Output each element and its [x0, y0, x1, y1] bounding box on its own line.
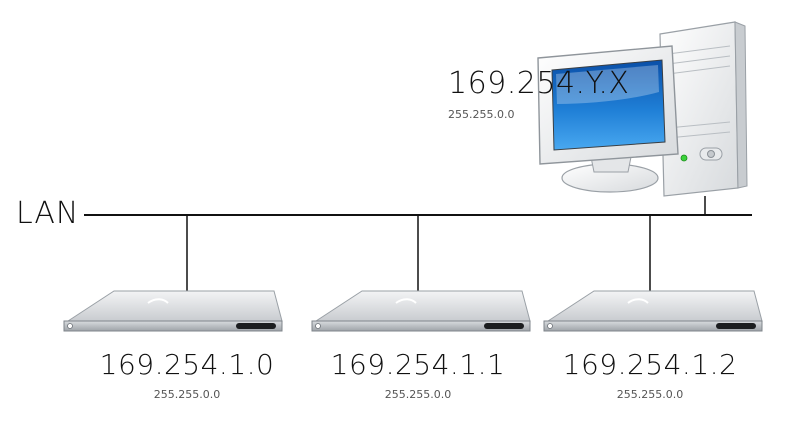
rack-server-icon — [543, 290, 763, 332]
lan-label: LAN — [16, 196, 80, 231]
server-subnet-mask: 255.255.0.0 — [384, 388, 452, 401]
server-ip-address: 169.254.1.2 — [562, 348, 738, 381]
server-ip-address: 169.254.1.1 — [330, 348, 506, 381]
server-subnet-mask: 255.255.0.0 — [153, 388, 221, 401]
rack-server-icon — [311, 290, 531, 332]
host-subnet-mask: 255.255.0.0 — [448, 108, 515, 121]
server-subnet-mask: 255.255.0.0 — [616, 388, 684, 401]
rack-server-icon — [63, 290, 283, 332]
server-ip-address: 169.254.1.0 — [99, 348, 275, 381]
desktop-computer-icon — [537, 21, 748, 197]
host-ip-address: 169.254.Y.X — [448, 66, 630, 101]
